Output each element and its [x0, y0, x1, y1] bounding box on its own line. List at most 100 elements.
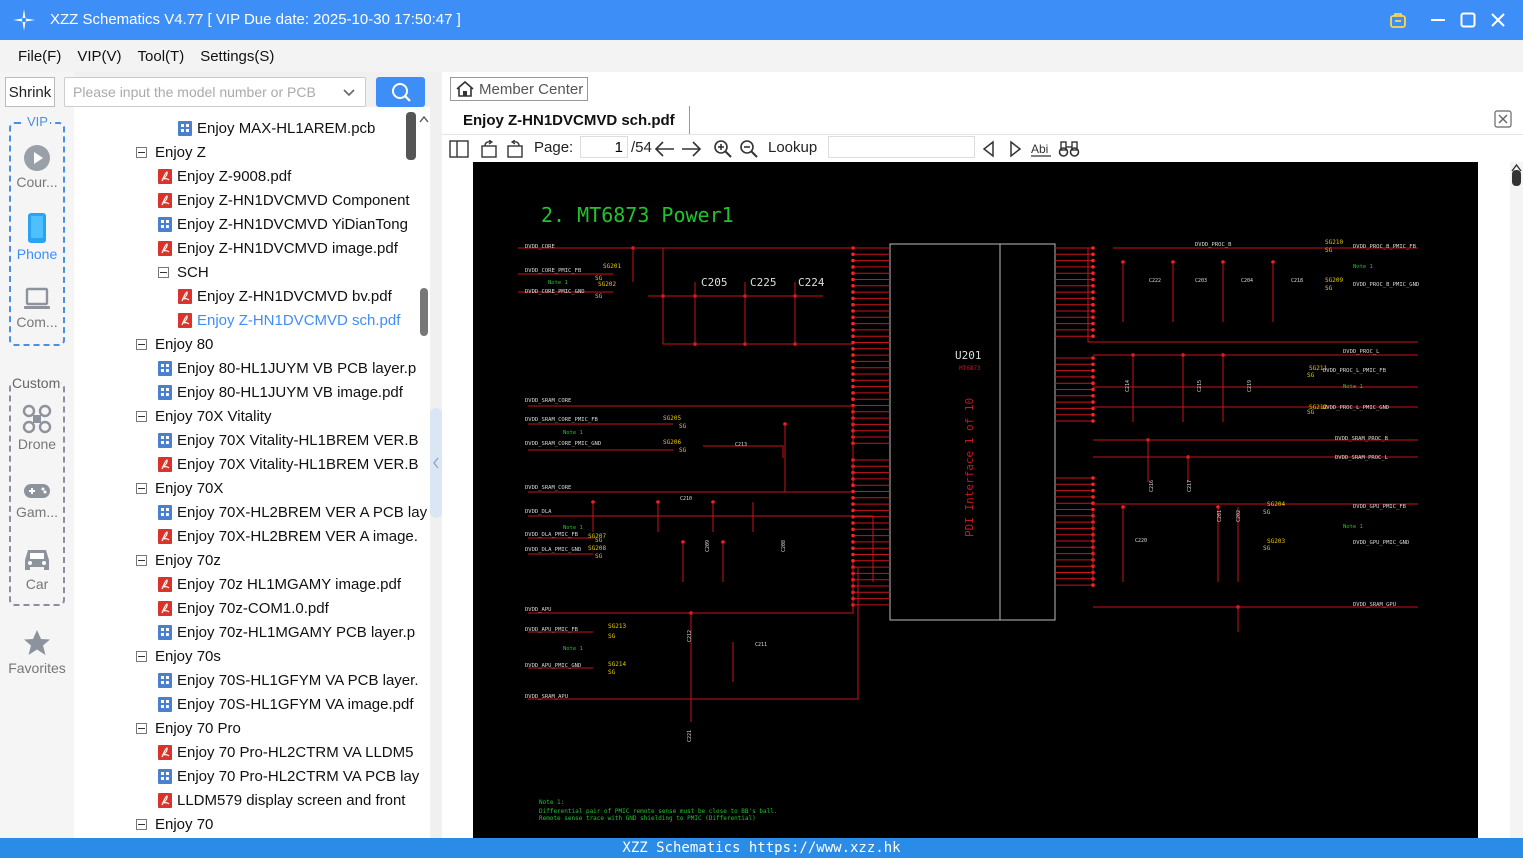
- tree-file[interactable]: Enjoy 70S-HL1GFYM VA PCB layer.: [158, 668, 419, 692]
- net-label: DVDD_CORE_PMIC_FB: [525, 268, 582, 274]
- tree-folder[interactable]: Enjoy 70s: [136, 644, 221, 668]
- member-center-button[interactable]: Member Center: [450, 77, 588, 101]
- category-drone[interactable]: Drone: [0, 404, 74, 452]
- category-courses[interactable]: Cour...: [0, 144, 74, 190]
- collapse-toggle-icon[interactable]: [136, 146, 147, 158]
- tree-folder[interactable]: Enjoy 80: [136, 332, 213, 356]
- tree-folder[interactable]: SCH: [158, 260, 209, 284]
- match-word-icon[interactable]: Abi: [1030, 138, 1052, 160]
- cap-label: C209: [705, 540, 711, 552]
- tree-file[interactable]: Enjoy 70 Pro-HL2CTRM VA LLDM5: [158, 740, 413, 764]
- home-icon: [456, 80, 474, 97]
- tree-file[interactable]: Enjoy 70z-COM1.0.pdf: [158, 596, 329, 620]
- sg-marker: SG: [608, 669, 616, 676]
- tree-folder[interactable]: Enjoy 70 Pro: [136, 716, 241, 740]
- junction-dot: [851, 315, 855, 320]
- cap-label: C201: [1217, 510, 1223, 522]
- tree-file[interactable]: Enjoy 70X Vitality-HL1BREM VER.B: [158, 428, 419, 452]
- find-next-icon[interactable]: [1004, 138, 1026, 160]
- junction-dot: [851, 328, 855, 332]
- tree-folder[interactable]: Enjoy 70X Vitality: [136, 404, 271, 428]
- tree-folder[interactable]: Enjoy 70z: [136, 548, 221, 572]
- tree-folder[interactable]: Enjoy Z: [136, 140, 206, 164]
- tree-file[interactable]: Enjoy Z-HN1DVCMVD image.pdf: [158, 236, 398, 260]
- tree-file[interactable]: Enjoy Z-HN1DVCMVD sch.pdf: [178, 308, 400, 332]
- tree-item-label: SCH: [177, 263, 209, 281]
- tree-file[interactable]: Enjoy 70z HL1MGAMY image.pdf: [158, 572, 401, 596]
- category-phone[interactable]: Phone: [0, 212, 74, 262]
- search-input[interactable]: [73, 78, 339, 106]
- tree-file[interactable]: Enjoy Z-9008.pdf: [158, 164, 291, 188]
- rotate-right-icon[interactable]: [504, 138, 526, 160]
- close-icon[interactable]: [1486, 8, 1510, 32]
- zoom-out-icon[interactable]: [738, 138, 760, 160]
- close-tab-icon[interactable]: [1494, 110, 1512, 128]
- tree-file[interactable]: Enjoy MAX-HL1AREM.pcb: [178, 116, 375, 140]
- pdf-file-icon: [158, 240, 172, 256]
- viewer-scrollbar[interactable]: [1510, 162, 1523, 838]
- tree-item-label: Enjoy 70 Pro-HL2CTRM VA PCB lay: [177, 767, 420, 785]
- collapse-toggle-icon[interactable]: [136, 818, 147, 830]
- binoculars-icon[interactable]: [1058, 138, 1080, 160]
- next-page-icon[interactable]: [680, 138, 702, 160]
- category-computer[interactable]: Com...: [0, 286, 74, 330]
- collapse-toggle-icon[interactable]: [158, 266, 169, 278]
- collapse-toggle-icon[interactable]: [136, 650, 147, 662]
- tree-scrollbar-thumb-secondary[interactable]: [420, 288, 428, 336]
- tree-file[interactable]: LLDM579 display screen and front: [158, 788, 405, 812]
- tree-item-label: Enjoy Z-9008.pdf: [177, 167, 292, 185]
- tree-file[interactable]: Enjoy 70X Vitality-HL1BREM VER.B: [158, 452, 419, 476]
- sidebar-toggle-icon[interactable]: [448, 138, 470, 160]
- tree-file[interactable]: Enjoy Z-HN1DVCMVD YiDianTong: [158, 212, 408, 236]
- collapse-toggle-icon[interactable]: [136, 338, 147, 350]
- tree-file[interactable]: Enjoy 70X-HL2BREM VER A image.: [158, 524, 418, 548]
- schematic-page[interactable]: 2. MT6873 Power1 U201 MT6873 PDI Interfa…: [473, 162, 1478, 838]
- collapse-toggle-icon[interactable]: [136, 482, 147, 494]
- menu-tool[interactable]: Tool(T): [137, 47, 185, 65]
- shrink-button[interactable]: Shrink: [5, 77, 55, 107]
- menu-vip[interactable]: VIP(V): [77, 47, 122, 65]
- tree-file[interactable]: Enjoy Z-HN1DVCMVD bv.pdf: [178, 284, 392, 308]
- tree-file[interactable]: Enjoy 70S-HL1GFYM VA image.pdf: [158, 692, 414, 716]
- minimize-icon[interactable]: [1426, 8, 1450, 32]
- previous-page-icon[interactable]: [654, 138, 676, 160]
- category-favorites[interactable]: Favorites: [0, 628, 74, 676]
- junction-dot: [851, 552, 855, 557]
- tree-file[interactable]: Enjoy 80-HL1JUYM VB image.pdf: [158, 380, 403, 404]
- search-box: [64, 77, 366, 107]
- tree-file[interactable]: Enjoy 80-HL1JUYM VB PCB layer.p: [158, 356, 416, 380]
- document-tab[interactable]: Enjoy Z-HN1DVCMVD sch.pdf: [450, 106, 690, 134]
- pane-divider-handle[interactable]: [430, 408, 442, 518]
- net-label: DVDD_PROC_L_PMIC_FB: [1323, 368, 1387, 374]
- tree-folder[interactable]: Enjoy 70: [136, 812, 213, 836]
- menu-file[interactable]: File(F): [18, 47, 62, 65]
- find-previous-icon[interactable]: [978, 138, 1000, 160]
- search-button[interactable]: [376, 77, 425, 107]
- lookup-input[interactable]: [828, 136, 975, 158]
- rotate-left-icon[interactable]: [478, 138, 500, 160]
- maximize-icon[interactable]: [1456, 8, 1480, 32]
- viewer-scrollbar-thumb[interactable]: [1512, 170, 1521, 186]
- tree-file[interactable]: Enjoy Z-HN1DVCMVD Component: [158, 188, 410, 212]
- bag-icon[interactable]: [1386, 8, 1410, 32]
- menu-settings[interactable]: Settings(S): [200, 47, 275, 65]
- page-number-input[interactable]: [580, 136, 628, 158]
- tree-file[interactable]: Enjoy 70z-HL1MGAMY PCB layer.p: [158, 620, 415, 644]
- chevron-down-icon[interactable]: [341, 84, 357, 100]
- tree-file[interactable]: Enjoy 70 Pro-HL2CTRM VA PCB lay: [158, 764, 419, 788]
- collapse-toggle-icon[interactable]: [136, 410, 147, 422]
- category-car[interactable]: Car: [0, 546, 74, 592]
- tree-item-label: Enjoy 70z-HL1MGAMY PCB layer.p: [177, 623, 416, 641]
- tree-scrollbar-thumb[interactable]: [406, 112, 416, 160]
- category-game[interactable]: Gam...: [0, 480, 74, 520]
- scroll-up-icon[interactable]: [1511, 164, 1522, 172]
- tree-folder[interactable]: Enjoy 70X: [136, 476, 223, 500]
- category-label: Drone: [17, 436, 57, 452]
- collapse-toggle-icon[interactable]: [136, 722, 147, 734]
- collapse-toggle-icon[interactable]: [136, 554, 147, 566]
- scroll-up-icon[interactable]: [418, 114, 430, 124]
- sg-marker: SG: [595, 537, 603, 544]
- zoom-in-icon[interactable]: [712, 138, 734, 160]
- tree-file[interactable]: Enjoy 70X-HL2BREM VER A PCB lay: [158, 500, 427, 524]
